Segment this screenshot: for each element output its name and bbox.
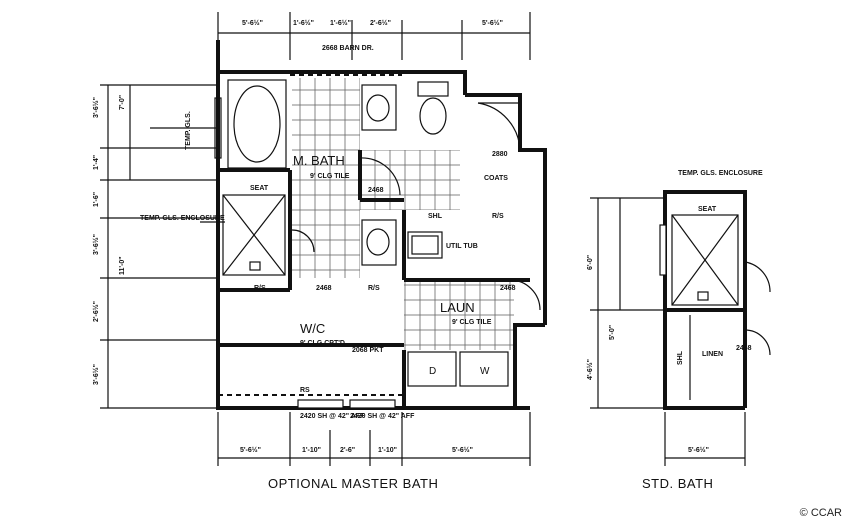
tile-floor-laundry: [404, 280, 514, 350]
shelf-1: R/S: [254, 285, 266, 292]
tile-floor-main: [292, 78, 360, 278]
door-coats-label: 2880: [492, 151, 508, 158]
shelf-2: R/S: [368, 285, 380, 292]
window-2-label: 2420 SH @ 42" AFF: [350, 413, 415, 420]
dim-left-3: 1'-4": [93, 155, 100, 170]
room-wic-note: 9' CLG CPT'D: [300, 340, 345, 347]
left-dimension-lines: [100, 84, 220, 409]
dim-left-6: 11'-0": [119, 256, 126, 275]
door-2468-a: 2468: [368, 187, 384, 194]
window-1-label: 2420 SH @ 42" AFF: [300, 413, 365, 420]
room-linen: LINEN: [702, 351, 723, 358]
copyright-label: © CCAR: [799, 507, 842, 519]
std-dim-bottom: 5'-6½": [688, 446, 709, 454]
sink-upper: [361, 84, 397, 131]
dim-top-4: 2'-6½": [370, 19, 391, 27]
dim-bottom-2: 1'-10": [302, 447, 321, 454]
room-m-bath: M. BATH: [293, 153, 345, 168]
sink-lower: [361, 219, 397, 266]
master-enclosure-label: TEMP. GLS. ENCLOSURE: [140, 215, 225, 222]
dim-left-5: 3'-6½": [92, 234, 100, 255]
door-2468-b: 2468: [316, 285, 332, 292]
dim-bottom-5: 5'-6½": [452, 446, 473, 454]
std-door-swings: [744, 261, 771, 356]
shelf-5: SHL: [428, 213, 443, 220]
coats-door-swing: [477, 102, 521, 151]
std-shower: [659, 214, 739, 306]
room-m-bath-note: 9' CLG TILE: [310, 173, 350, 180]
tub-window-label: TEMP. GLS.: [185, 111, 192, 150]
washer-label: W: [480, 366, 490, 377]
door-2468-c: 2468: [500, 285, 516, 292]
room-laun-note: 9' CLG TILE: [452, 319, 492, 326]
master-shower-bench: SEAT: [250, 185, 269, 192]
dim-top-5: 5'-6½": [482, 19, 503, 27]
rod-label: RS: [300, 387, 310, 394]
dim-left-4: 1'-6": [93, 192, 100, 207]
washer-dryer: [407, 351, 509, 387]
utility-tub: [407, 231, 443, 259]
dim-bottom-4: 1'-10": [378, 447, 397, 454]
std-dim-left-1: 6'-0": [587, 255, 594, 270]
dim-left-2: 7'-0": [119, 95, 126, 110]
dryer-label: D: [429, 366, 436, 377]
caption-std-bath: STD. BATH: [642, 476, 714, 491]
room-coats: COATS: [484, 175, 508, 182]
door-2068-pkt: 2068 PKT: [352, 347, 384, 354]
barn-door-label: 2668 BARN DR.: [322, 45, 374, 52]
util-tub-label: UTIL TUB: [446, 243, 478, 250]
master-shower: [222, 194, 286, 276]
toilet: [417, 81, 449, 135]
std-dimension-lines: [590, 197, 746, 466]
room-laun: LAUN: [440, 300, 475, 315]
dim-top-3: 1'-6½": [330, 19, 351, 27]
dim-bottom-3: 2'-6": [340, 447, 355, 454]
door-swings: [291, 157, 541, 311]
dim-left-7: 2'-6½": [92, 301, 100, 322]
bathtub: [214, 79, 287, 169]
std-dim-left-3: 4'-6½": [586, 359, 594, 380]
dim-top-2: 1'-6½": [293, 19, 314, 27]
dim-bottom-1: 5'-6½": [240, 446, 261, 454]
dim-top-1: 5'-6½": [242, 19, 263, 27]
top-dimension-lines: [217, 12, 531, 60]
shelf-3: R/S: [492, 213, 504, 220]
bottom-dimension-lines: [217, 412, 531, 466]
std-shower-bench: SEAT: [698, 206, 717, 213]
std-shelf: SHL: [677, 350, 684, 365]
std-dim-left-2: 5'-0": [609, 325, 616, 340]
dim-left-8: 3'-6½": [92, 364, 100, 385]
std-door-label: 2468: [736, 345, 752, 352]
closet-windows: [297, 399, 396, 409]
dim-left-1: 3'-6½": [92, 97, 100, 118]
room-wic: W/C: [300, 321, 325, 336]
std-enclosure-label: TEMP. GLS. ENCLOSURE: [678, 170, 763, 177]
caption-optional-master-bath: OPTIONAL MASTER BATH: [268, 476, 439, 491]
